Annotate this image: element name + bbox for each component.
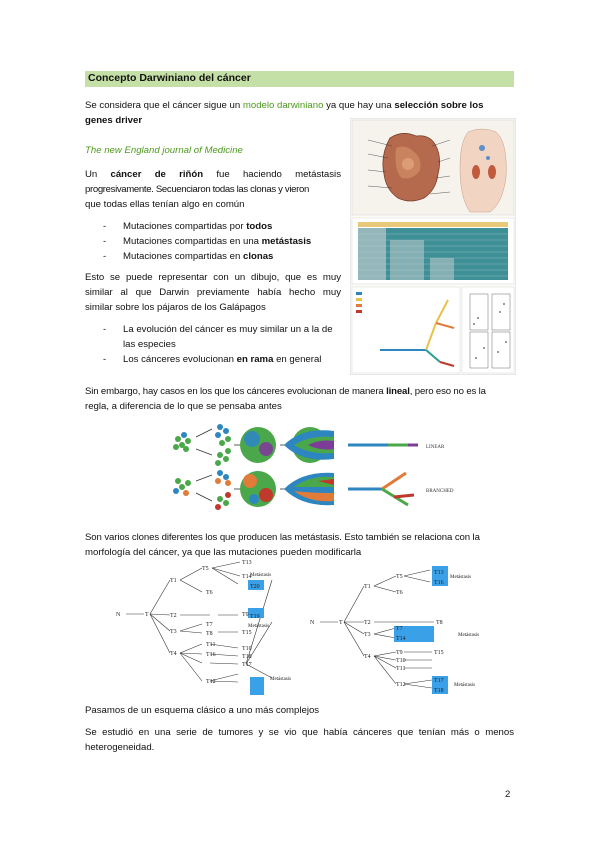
svg-text:T12: T12 — [396, 682, 406, 688]
clones-line-1: Son varios clones diferentes los que pro… — [85, 532, 480, 543]
kidney-line-1: Un cáncer de riñón fue haciendo metástas… — [85, 169, 341, 180]
svg-text:Metástasis: Metástasis — [250, 573, 271, 578]
svg-text:T15: T15 — [242, 630, 252, 636]
svg-text:N: N — [116, 612, 121, 618]
kidney-line-2: progresivamente. Secuenciaron todas las … — [85, 184, 309, 195]
page-number: 2 — [505, 789, 511, 800]
svg-text:Metástasis: Metástasis — [458, 633, 479, 638]
svg-text:T8: T8 — [436, 620, 443, 626]
svg-text:T11: T11 — [206, 642, 215, 648]
svg-text:T6: T6 — [396, 590, 403, 596]
svg-text:Metástasis: Metástasis — [270, 677, 291, 682]
svg-text:T: T — [145, 612, 149, 618]
svg-text:N: N — [310, 620, 315, 626]
svg-text:T18: T18 — [434, 688, 444, 694]
svg-text:T2: T2 — [170, 613, 177, 619]
right-tree: N T T1 T2 T3 T4 T5 T6 T7 T8 T9 T10 T11 T… — [310, 566, 479, 694]
svg-text:T1: T1 — [364, 584, 371, 590]
svg-text:T5: T5 — [396, 574, 403, 580]
list-item-continuation: las especies — [123, 339, 176, 350]
svg-text:T19: T19 — [250, 614, 260, 620]
svg-text:T14: T14 — [396, 636, 406, 642]
svg-text:T15: T15 — [434, 650, 444, 656]
svg-text:T11: T11 — [396, 666, 405, 672]
darwin-line-1: Esto se puede representar con un dibujo,… — [85, 272, 341, 283]
svg-text:Metástasis: Metástasis — [248, 624, 269, 629]
svg-text:T16: T16 — [206, 652, 216, 658]
svg-text:Metástasis: Metástasis — [454, 683, 475, 688]
svg-text:T5: T5 — [202, 566, 209, 572]
kidney-cancer-figure — [350, 118, 516, 375]
linear-line-2: regla, a diferencia de lo que se pensaba… — [85, 401, 282, 412]
svg-text:T12: T12 — [206, 679, 216, 685]
svg-text:T3: T3 — [170, 629, 177, 635]
svg-text:T6: T6 — [206, 590, 213, 596]
svg-text:T16: T16 — [434, 580, 444, 586]
linear-label: LINEAR — [426, 445, 445, 450]
section-title: Concepto Darwiniano del cáncer — [88, 72, 251, 84]
svg-text:T10: T10 — [242, 646, 252, 652]
final-line-1: Se estudió en una serie de tumores y se … — [85, 727, 514, 738]
branched-label: BRANCHED — [426, 489, 454, 494]
svg-text:T4: T4 — [170, 651, 177, 657]
svg-text:T: T — [339, 620, 343, 626]
darwin-line-2: similar al que Darwin previamente había … — [85, 287, 341, 298]
kidney-line-3: que todas ellas tenían algo en común — [85, 199, 245, 210]
svg-text:T17: T17 — [434, 678, 444, 684]
svg-text:T9: T9 — [396, 650, 403, 656]
svg-text:T3: T3 — [364, 632, 371, 638]
phylogenetic-trees: N T T1 T2 T3 T4 T5 T6 T7 T8 T9 T10 T11 T… — [116, 560, 479, 695]
clones-line-2: morfología del cáncer, ya que las mutaci… — [85, 547, 362, 558]
left-tree: N T T1 T2 T3 T4 T5 T6 T7 T8 T9 T10 T11 T… — [116, 560, 291, 695]
branched-row: BRANCHED — [173, 470, 454, 510]
svg-text:T20: T20 — [250, 584, 260, 590]
section-heading: Concepto Darwiniano del cáncer — [85, 71, 514, 87]
darwin-line-3: similar sobre los pájaros de los Galápag… — [85, 302, 266, 313]
final-line-2: heterogeneidad. — [85, 742, 155, 753]
svg-text:T13: T13 — [242, 560, 252, 566]
svg-text:T7: T7 — [206, 622, 213, 628]
svg-text:T10: T10 — [396, 658, 406, 664]
journal-subheading: The new England journal of Medicine — [85, 145, 243, 156]
linear-row: LINEAR — [173, 424, 445, 466]
svg-text:Metástasis: Metástasis — [450, 575, 471, 580]
svg-text:T7: T7 — [396, 626, 403, 632]
intro-line-2: genes driver — [85, 115, 143, 126]
svg-text:T17: T17 — [242, 662, 252, 668]
svg-text:T1: T1 — [170, 578, 177, 584]
svg-text:T18: T18 — [242, 654, 252, 660]
svg-text:T8: T8 — [206, 631, 213, 637]
svg-text:T14: T14 — [242, 574, 252, 580]
svg-text:T13: T13 — [434, 570, 444, 576]
svg-text:T2: T2 — [364, 620, 371, 626]
linear-vs-branched-figure: LINEAR BRANCHED — [173, 424, 454, 510]
intro-line-1: Se considera que el cáncer sigue un mode… — [85, 100, 484, 111]
svg-text:T4: T4 — [364, 654, 371, 660]
linear-line-1: Sin embargo, hay casos en los que los cá… — [85, 386, 486, 397]
svg-text:T9: T9 — [242, 612, 249, 618]
scheme-line: Pasamos de un esquema clásico a uno más … — [85, 705, 320, 716]
